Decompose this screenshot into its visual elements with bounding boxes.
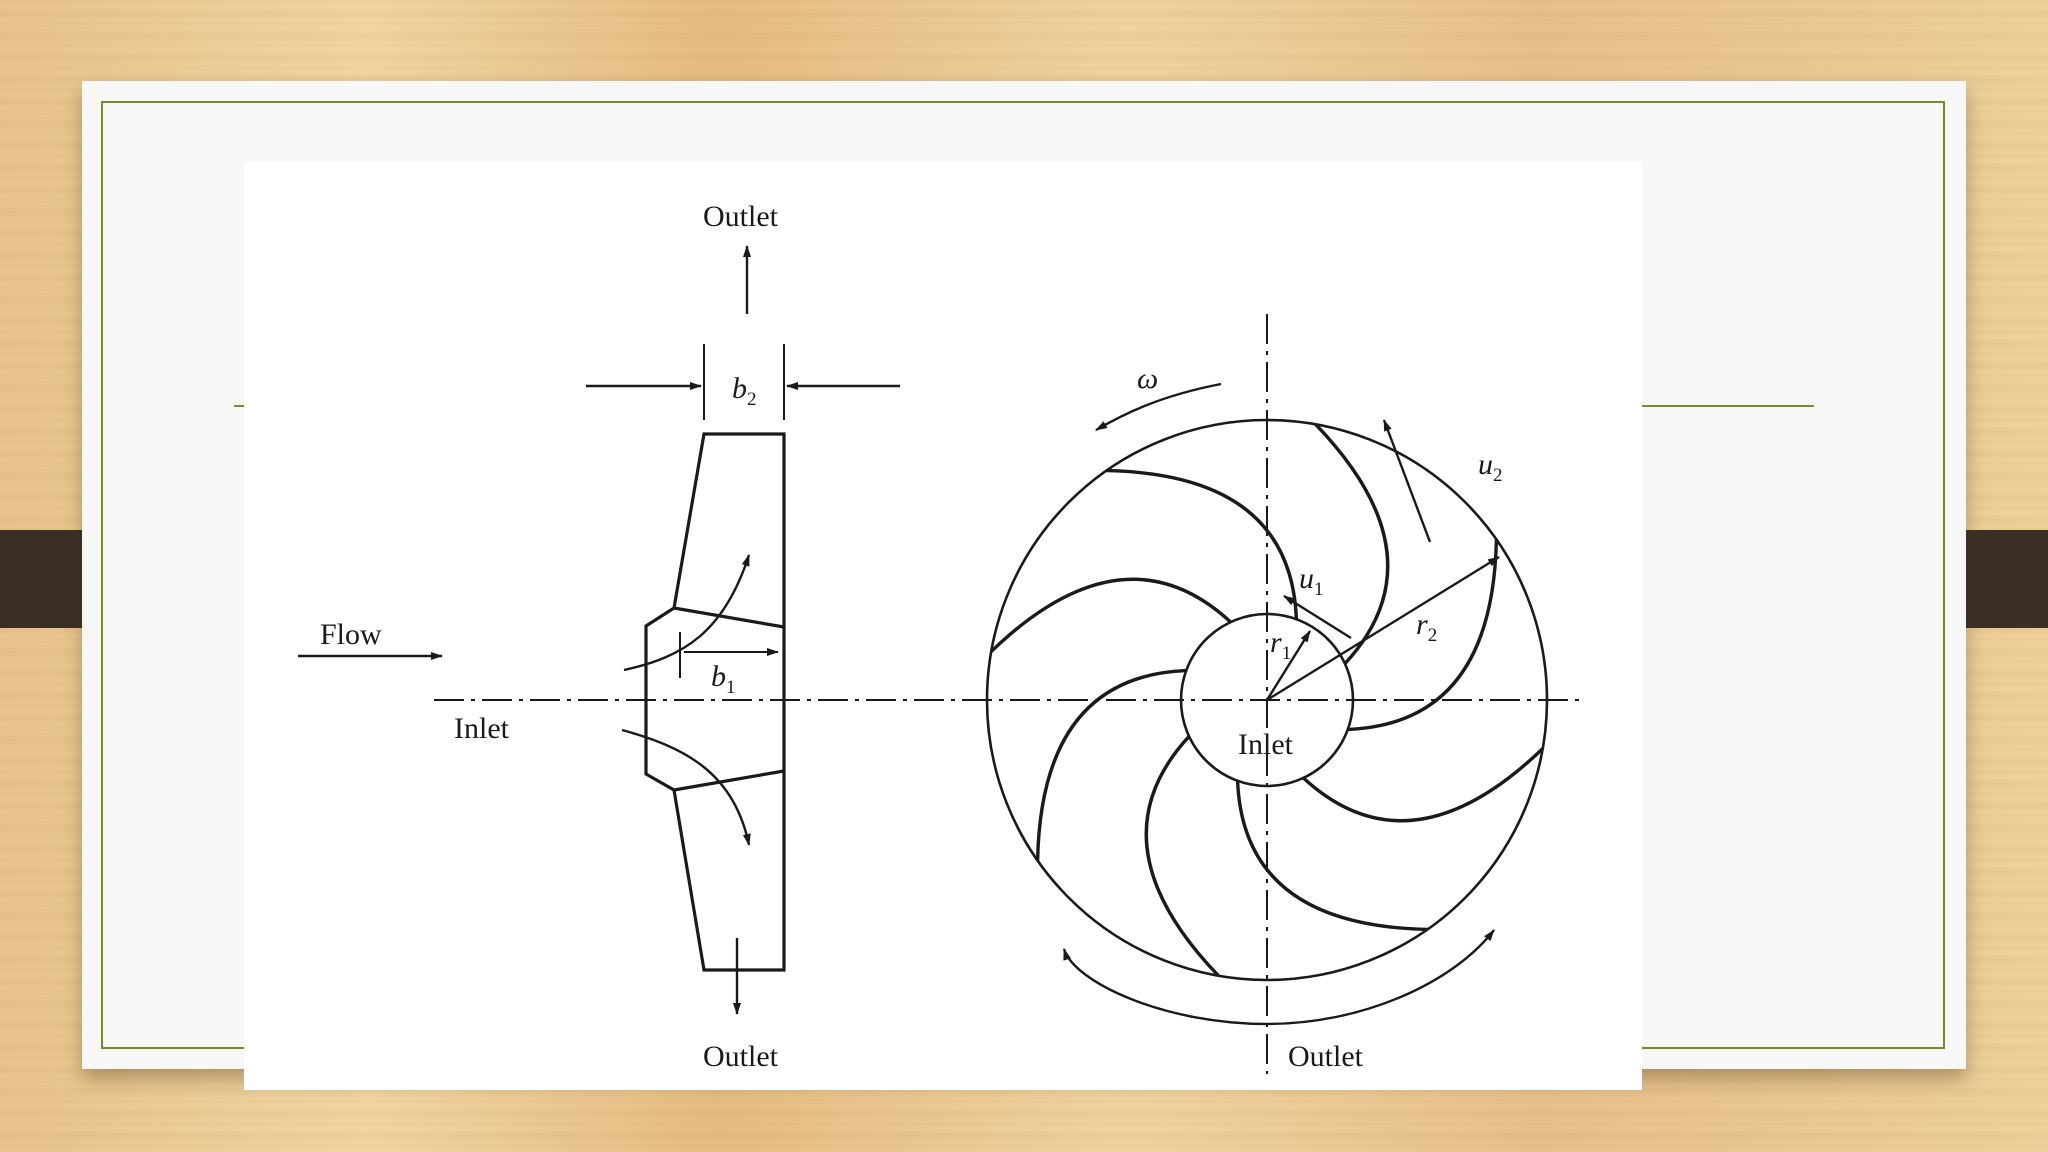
- impeller-blade: [1302, 747, 1544, 823]
- omega-arrow: [1095, 382, 1222, 432]
- impeller-blade: [1144, 735, 1220, 977]
- flow-label: Flow: [320, 618, 382, 651]
- rotation-arrow-left: [1062, 948, 1268, 1026]
- r2-label: r2: [1416, 608, 1438, 646]
- impeller-diagram: Outlet Outlet Flow Inlet b2 b1 ω u2 u1 r…: [244, 162, 1642, 1090]
- front-outlet-label: Outlet: [1288, 1040, 1363, 1073]
- u2-arrow: [1382, 419, 1432, 543]
- impeller-blade: [990, 577, 1232, 653]
- side-view-impeller: [644, 432, 786, 972]
- impeller-outer-circle: [985, 418, 1549, 982]
- impeller-blades: [990, 423, 1544, 977]
- b2-label: b2: [732, 372, 757, 410]
- impeller-drawing: [298, 245, 1584, 1074]
- title-rule-left: [234, 405, 252, 407]
- outlet-top-label: Outlet: [703, 200, 778, 233]
- impeller-blade: [1235, 780, 1428, 932]
- u2-label: u2: [1478, 448, 1503, 486]
- u1-label: u1: [1299, 562, 1324, 600]
- impeller-blade: [1035, 668, 1187, 861]
- front-inlet-label: Inlet: [1238, 728, 1293, 761]
- r2-arrow: [1266, 555, 1500, 702]
- impeller-eye-circle: [1179, 612, 1355, 788]
- impeller-blade: [1314, 423, 1390, 665]
- r1-label: r1: [1270, 626, 1292, 664]
- impeller-blade: [1347, 539, 1499, 732]
- rotation-arrow-right: [1266, 929, 1495, 1026]
- u1-arrow: [1283, 594, 1352, 640]
- title-rule-right: [1640, 405, 1814, 407]
- flow-curve-upper: [623, 554, 751, 672]
- omega-label: ω: [1137, 362, 1159, 395]
- r1-arrow: [1265, 630, 1312, 701]
- side-inlet-label: Inlet: [454, 712, 509, 745]
- flow-curve-lower: [621, 728, 751, 846]
- outlet-bottom-label: Outlet: [703, 1040, 778, 1073]
- impeller-blade: [1106, 468, 1299, 620]
- b1-label: b1: [711, 660, 736, 698]
